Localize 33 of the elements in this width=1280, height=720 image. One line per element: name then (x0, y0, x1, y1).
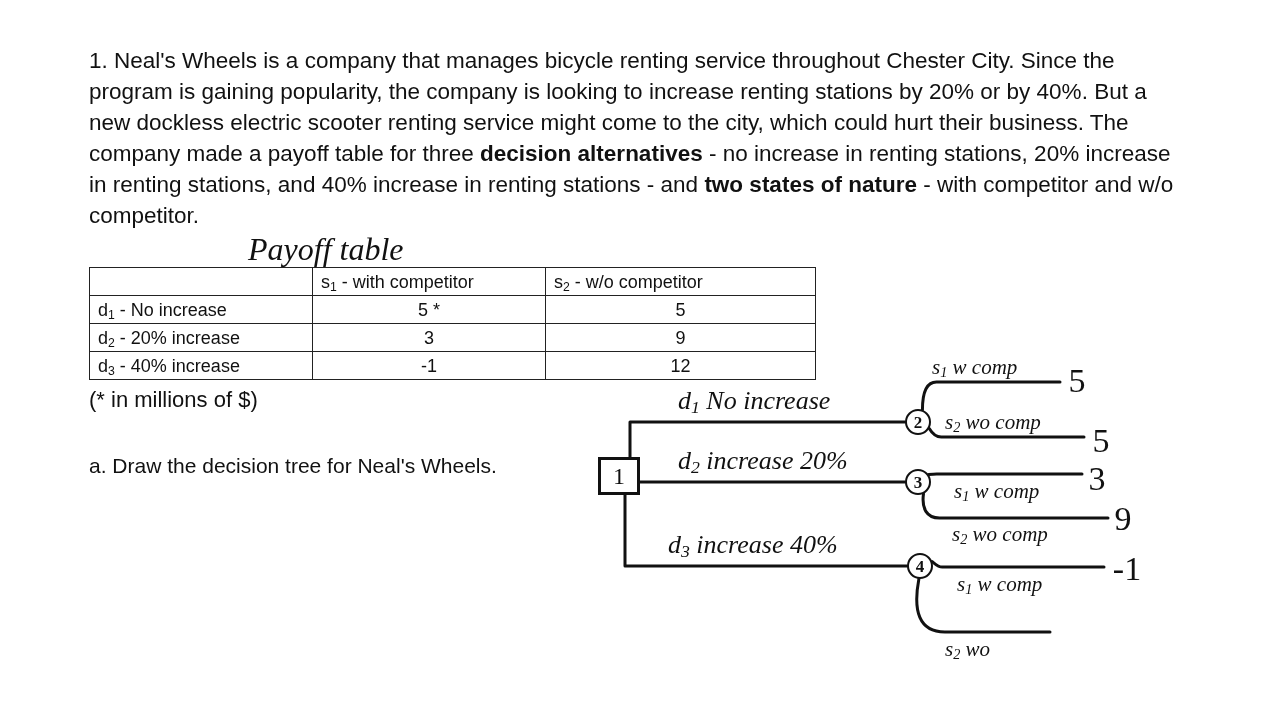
decision-node: 1 (598, 457, 640, 495)
payoff-value: 5 (1060, 362, 1094, 400)
branch-line (628, 420, 907, 459)
payoff-value: -1 (1104, 550, 1150, 588)
branch-line (930, 560, 1106, 569)
column-header: s$_{2}$ - w/o competitor (545, 267, 816, 296)
chance-node: 3 (905, 469, 931, 495)
table-cell: 3 (312, 323, 546, 352)
question-prompt: a. Draw the decision tree for Neal's Wheels. (89, 453, 497, 479)
chance-node: 4 (907, 553, 933, 579)
table-cell: 12 (545, 351, 816, 380)
footnote: (* in millions of $) (89, 386, 258, 414)
branch-line (623, 493, 909, 568)
payoff-value: 5 (1084, 422, 1118, 460)
table-title: Payoff table (248, 231, 404, 267)
row-header: d$_{2}$ - 20% increase (89, 323, 313, 352)
table-cell: 5 (545, 295, 816, 324)
payoff-value: 9 (1108, 500, 1138, 538)
table-cell: -1 (312, 351, 546, 380)
question-text: 1. Neal's Wheels is a company that manages bicycle renting service throughout Chester City. Since the program is gaining popularity, the company is looking to increase renting stations by 20% or by 40%. But a new dockless electric scooter renting service might come to the city, which could hurt their business. The company made a payoff table for three decision alternatives - no increase in renting stations, 20% increase in renting stations, and 40% increase in renting stations - and two states of nature - with competitor and w/o competitor. (89, 47, 1175, 230)
table-cell: 9 (545, 323, 816, 352)
row-header: d$_{3}$ - 40% increase (89, 351, 313, 380)
branch-line (921, 492, 1110, 520)
branch-line (920, 380, 1062, 412)
branch-line (927, 427, 1086, 439)
branch-line (927, 472, 1084, 477)
branch-line (638, 480, 907, 484)
column-header: s$_{1}$ - with competitor (312, 267, 546, 296)
chance-node: 2 (905, 409, 931, 435)
payoff-value: 3 (1082, 460, 1112, 498)
row-header: d$_{1}$ - No increase (89, 295, 313, 324)
branch-line (915, 577, 1052, 634)
table-cell: 5 * (312, 295, 546, 324)
